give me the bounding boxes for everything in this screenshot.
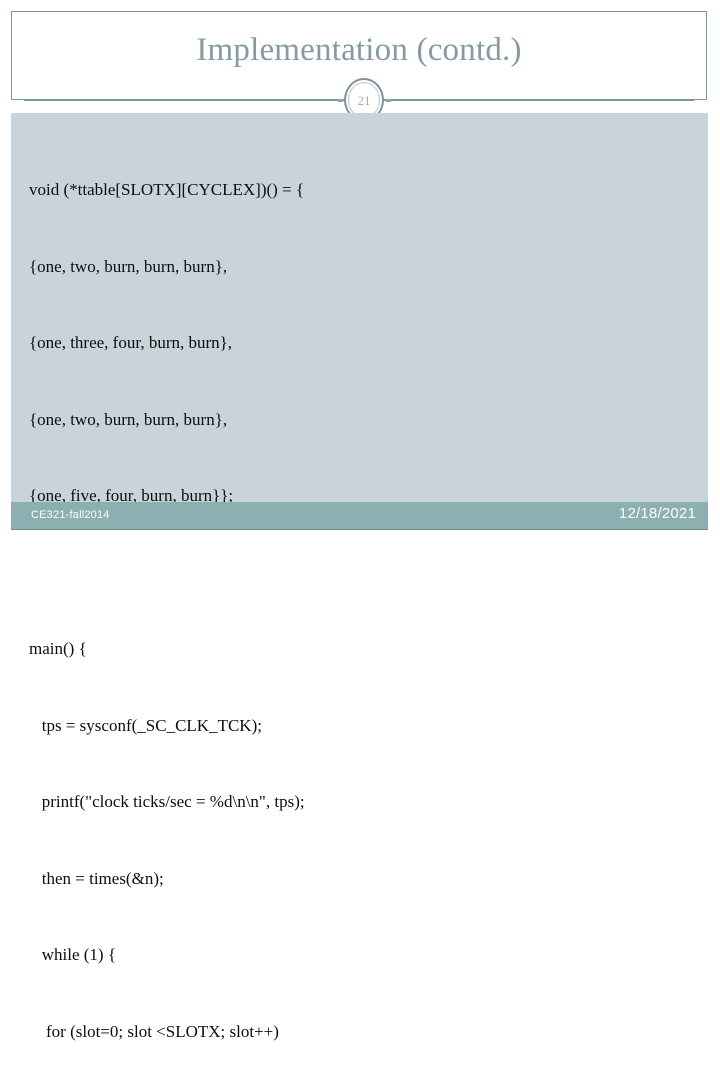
code-line: {one, five, four, burn, burn}}; xyxy=(29,486,234,505)
code-line: main() { xyxy=(29,639,87,658)
slide: Implementation (contd.) 21 void (*ttable… xyxy=(11,11,708,1041)
code-line: {one, three, four, burn, burn}, xyxy=(29,333,233,352)
page-number-label: 21 xyxy=(357,92,371,108)
code-line: tps = sysconf(_SC_CLK_TCK); xyxy=(29,715,262,735)
code-line: for (slot=0; slot <SLOTX; slot++) xyxy=(29,1021,279,1041)
code-line: then = times(&n); xyxy=(29,868,164,888)
badge-tick-left-icon xyxy=(338,99,343,102)
footer-bar xyxy=(11,502,708,530)
footer-date-label: 12/18/2021 xyxy=(618,505,696,522)
footer-course-label: CE321-fall2014 xyxy=(31,509,110,521)
code-line: void (*ttable[SLOTX][CYCLEX])() = { xyxy=(29,180,305,199)
page-title: Implementation (contd.) xyxy=(196,32,522,68)
code-line: while (1) { xyxy=(29,945,117,964)
code-line: {one, two, burn, burn, burn}, xyxy=(29,409,228,429)
code-line: printf("clock ticks/sec = %d\n\n", tps); xyxy=(29,792,305,811)
code-block: void (*ttable[SLOTX][CYCLEX])() = { {one… xyxy=(29,126,689,1080)
badge-tick-right-icon xyxy=(386,99,391,102)
code-line: {one, two, burn, burn, burn}, xyxy=(29,256,228,276)
content-panel xyxy=(11,113,708,502)
code-line-blank xyxy=(29,560,689,586)
